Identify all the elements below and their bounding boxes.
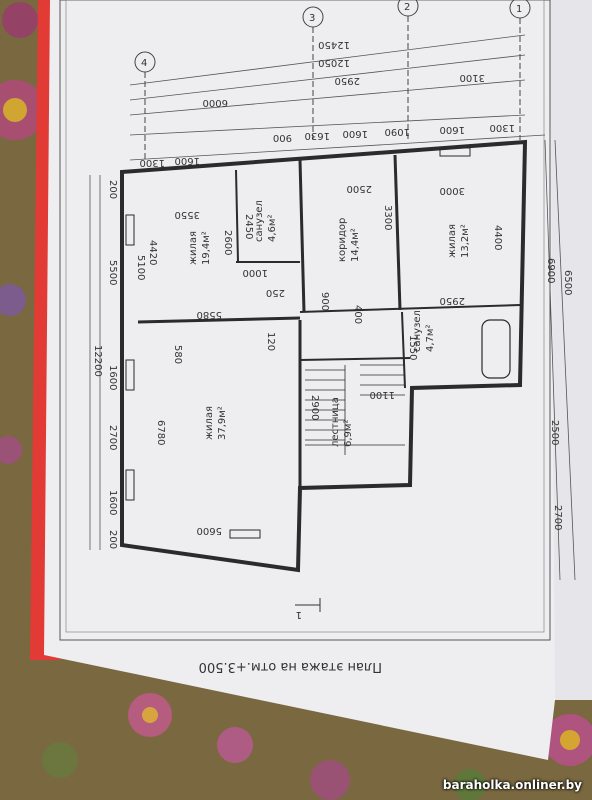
room-area: 4,7м² bbox=[425, 325, 436, 352]
svg-text:900: 900 bbox=[273, 132, 292, 143]
section-mark bbox=[295, 598, 321, 612]
svg-text:2950: 2950 bbox=[335, 75, 360, 86]
svg-text:1300: 1300 bbox=[140, 157, 165, 168]
axis-markers bbox=[134, 0, 531, 160]
svg-text:2600: 2600 bbox=[222, 230, 233, 255]
svg-text:6500: 6500 bbox=[562, 270, 573, 295]
axis-label-4: 4 bbox=[141, 58, 147, 69]
room-name: жилая bbox=[447, 224, 458, 258]
svg-text:120: 120 bbox=[265, 332, 276, 351]
svg-text:1: 1 bbox=[296, 609, 302, 620]
svg-text:2950: 2950 bbox=[440, 295, 465, 306]
room-area: 14,4м² bbox=[350, 228, 361, 262]
room-area: 4,6м² bbox=[267, 215, 278, 242]
svg-text:3100: 3100 bbox=[460, 72, 485, 83]
svg-text:4400: 4400 bbox=[492, 225, 503, 250]
svg-text:1000: 1000 bbox=[243, 267, 268, 278]
svg-text:1300: 1300 bbox=[490, 122, 515, 133]
svg-text:250: 250 bbox=[266, 287, 285, 298]
svg-text:1600: 1600 bbox=[107, 365, 118, 390]
svg-text:6900: 6900 bbox=[545, 258, 556, 283]
svg-text:3550: 3550 bbox=[175, 209, 200, 220]
svg-text:1600: 1600 bbox=[343, 128, 368, 139]
svg-text:900: 900 bbox=[319, 292, 330, 311]
axis-label-1: 1 bbox=[516, 4, 522, 15]
room-name: санузел bbox=[254, 200, 265, 242]
svg-text:1600: 1600 bbox=[440, 124, 465, 135]
svg-text:200: 200 bbox=[107, 530, 118, 549]
left-dimensions: 200 5500 1600 2700 1600 12200 200 bbox=[92, 180, 118, 549]
svg-text:1600: 1600 bbox=[107, 490, 118, 515]
svg-text:2500: 2500 bbox=[347, 183, 372, 194]
svg-text:3300: 3300 bbox=[382, 205, 393, 230]
svg-text:2450: 2450 bbox=[243, 214, 254, 239]
svg-text:6780: 6780 bbox=[155, 420, 166, 445]
svg-text:3000: 3000 bbox=[440, 185, 465, 196]
svg-text:12450: 12450 bbox=[318, 39, 350, 50]
inner-dimensions: 3000 2500 3550 3300 4400 4420 5100 2600 … bbox=[135, 183, 503, 536]
room-name: коридор bbox=[337, 218, 348, 262]
floor-plan bbox=[120, 139, 528, 573]
room-area: 6,9м² bbox=[343, 420, 354, 447]
svg-text:4420: 4420 bbox=[147, 240, 158, 265]
room-labels: жилая 13,2м² коридор 14,4м² санузел 4,6м… bbox=[188, 200, 471, 447]
room-name: санузел bbox=[412, 310, 423, 352]
room-name: лестница bbox=[330, 397, 341, 447]
axis-label-2: 2 bbox=[404, 2, 410, 13]
svg-text:1100: 1100 bbox=[370, 389, 395, 400]
room-area: 19,4м² bbox=[201, 231, 212, 265]
svg-text:580: 580 bbox=[172, 345, 183, 364]
plan-title: План этажа на отм.+3.500 bbox=[199, 659, 382, 674]
svg-text:12050: 12050 bbox=[318, 57, 350, 68]
svg-text:2900: 2900 bbox=[309, 395, 320, 420]
svg-text:5100: 5100 bbox=[135, 255, 146, 280]
drawing-frame bbox=[59, 0, 551, 641]
svg-text:1090: 1090 bbox=[385, 126, 410, 137]
svg-text:2700: 2700 bbox=[107, 425, 118, 450]
top-dimensions: 12450 12050 2950 3100 6000 1300 1600 109… bbox=[140, 39, 515, 168]
axis-label-3: 3 bbox=[309, 13, 315, 24]
svg-text:5500: 5500 bbox=[107, 260, 118, 285]
right-dimensions: 6900 6500 2500 2700 bbox=[545, 258, 573, 530]
svg-text:12200: 12200 bbox=[92, 345, 103, 377]
room-area: 37,9м² bbox=[217, 406, 228, 440]
svg-text:5580: 5580 bbox=[197, 309, 222, 320]
watermark: baraholka.onliner.by bbox=[442, 778, 582, 792]
room-area: 13,2м² bbox=[460, 224, 471, 258]
svg-text:400: 400 bbox=[352, 305, 363, 324]
svg-text:2700: 2700 bbox=[552, 505, 563, 530]
room-name: жилая bbox=[204, 406, 215, 440]
svg-text:1550: 1550 bbox=[407, 335, 418, 360]
svg-text:1600: 1600 bbox=[175, 155, 200, 166]
svg-text:5600: 5600 bbox=[197, 525, 222, 536]
svg-text:6000: 6000 bbox=[203, 97, 228, 108]
svg-text:1630: 1630 bbox=[305, 130, 330, 141]
top-dimension-lines bbox=[129, 34, 546, 161]
svg-text:2500: 2500 bbox=[549, 420, 560, 445]
svg-text:200: 200 bbox=[107, 180, 118, 199]
room-name: жилая bbox=[188, 231, 199, 265]
